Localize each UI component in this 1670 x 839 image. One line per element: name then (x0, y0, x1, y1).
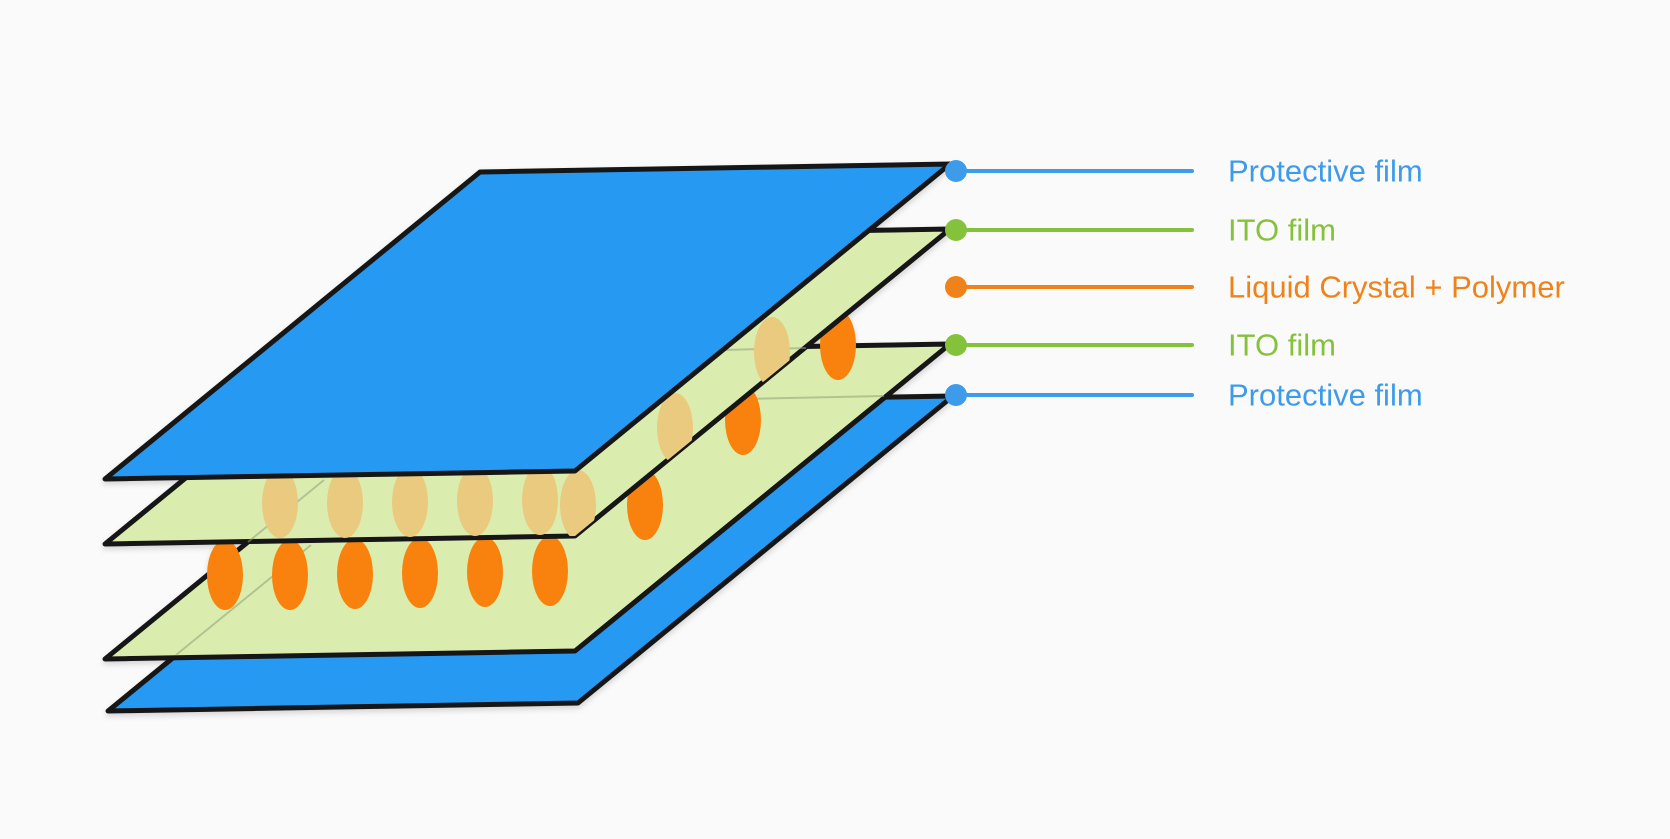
legend-item-protective-film-top: Protective film (945, 154, 1423, 189)
lc-droplet-faded (457, 466, 493, 536)
lc-droplet-faded (560, 470, 596, 540)
legend-label: Protective film (1228, 154, 1423, 189)
lc-droplet-faded (392, 467, 428, 537)
lc-droplet-faded (657, 393, 693, 463)
layer-stack (102, 161, 956, 714)
legend-item-liquid-crystal-polymer: Liquid Crystal + Polymer (945, 270, 1565, 305)
lc-droplet (207, 540, 243, 610)
lc-droplet-faded (262, 468, 298, 538)
legend-dot (945, 334, 967, 356)
layer-protective-film-top (102, 161, 953, 482)
legend-label: ITO film (1228, 328, 1336, 363)
legend-label: Protective film (1228, 378, 1423, 413)
lc-droplet-faded (522, 465, 558, 535)
lc-droplet-row-faded (262, 317, 790, 540)
legend-dot (945, 160, 967, 182)
lc-droplet (272, 540, 308, 610)
legend-item-ito-film-top: ITO film (945, 213, 1336, 248)
legend: Protective film ITO film Liquid Crystal … (945, 154, 1565, 413)
legend-label: Liquid Crystal + Polymer (1228, 270, 1565, 305)
lc-droplet (532, 536, 568, 606)
lc-droplet (337, 539, 373, 609)
legend-dot (945, 276, 967, 298)
hidden-edge-line (740, 395, 885, 400)
legend-item-protective-film-bottom: Protective film (945, 378, 1423, 413)
lc-droplet (467, 537, 503, 607)
legend-dot (945, 219, 967, 241)
legend-label: ITO film (1228, 213, 1336, 248)
legend-dot (945, 384, 967, 406)
lc-droplet-faded (327, 468, 363, 538)
legend-item-ito-film-bottom: ITO film (945, 328, 1336, 363)
lc-droplet (402, 538, 438, 608)
